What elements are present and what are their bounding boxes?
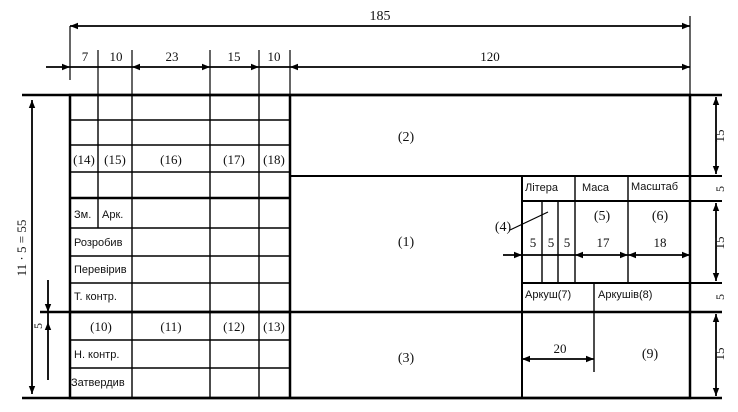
right-15-top-dimension: 15 xyxy=(712,130,727,143)
col1-width-dimension: 7 xyxy=(82,49,89,64)
litera-cell-1-dimension: 5 xyxy=(530,235,537,250)
field-11: (11) xyxy=(160,319,181,334)
label-zm: Зм. xyxy=(74,209,91,221)
col6-width-dimension: 120 xyxy=(480,49,500,64)
col2-width-dimension: 10 xyxy=(110,49,123,64)
field-5: (5) xyxy=(594,209,611,224)
field-1: (1) xyxy=(398,235,415,250)
label-arkushiv: Аркушів(8) xyxy=(598,289,652,301)
right-5-top-dimension: 5 xyxy=(713,186,727,192)
dimension-lines xyxy=(28,16,720,396)
field-10: (10) xyxy=(90,319,112,334)
field-16: (16) xyxy=(160,152,182,167)
col3-width-dimension: 23 xyxy=(166,49,179,64)
left-grid xyxy=(70,95,290,398)
masshtab-width-dimension: 18 xyxy=(654,235,667,250)
field-2: (2) xyxy=(398,130,415,145)
field-14: (14) xyxy=(73,152,95,167)
label-arkush: Аркуш(7) xyxy=(525,289,571,301)
field-17: (17) xyxy=(223,152,245,167)
left-5-dimension: 5 xyxy=(31,323,45,329)
label-n-kontr: Н. контр. xyxy=(74,349,119,361)
field-13: (13) xyxy=(263,319,285,334)
field-9: (9) xyxy=(642,347,659,362)
label-masshtab: Масштаб xyxy=(631,181,678,193)
frame-lines xyxy=(22,93,722,400)
overall-width-dimension: 185 xyxy=(370,9,391,24)
right-5-mid-dimension: 5 xyxy=(713,294,727,300)
field-4: (4) xyxy=(495,220,512,235)
right-15-bot-dimension: 15 xyxy=(712,348,727,361)
field-18: (18) xyxy=(263,152,285,167)
label-masa: Маса xyxy=(582,182,610,194)
label-rozrobyv: Розробив xyxy=(74,237,123,249)
litera-cell-2-dimension: 5 xyxy=(548,235,555,250)
label-t-kontr: Т. контр. xyxy=(74,291,117,303)
masa-width-dimension: 17 xyxy=(597,235,611,250)
col5-width-dimension: 10 xyxy=(268,49,281,64)
field-15: (15) xyxy=(104,152,126,167)
right-15-mid-dimension: 15 xyxy=(712,237,727,250)
label-pereviryv: Перевірив xyxy=(74,264,127,276)
right-grid xyxy=(509,176,629,372)
label-litera: Літера xyxy=(525,182,559,194)
label-zatverdyv: Затвердив xyxy=(71,377,125,389)
field-3: (3) xyxy=(398,351,415,366)
field-6: (6) xyxy=(652,209,669,224)
field-12: (12) xyxy=(223,319,245,334)
label-ark: Арк. xyxy=(102,209,123,221)
arkush-width-dimension: 20 xyxy=(554,341,567,356)
height-dimension: 11 · 5 = 55 xyxy=(14,220,29,277)
litera-cell-3-dimension: 5 xyxy=(564,235,571,250)
col4-width-dimension: 15 xyxy=(228,49,241,64)
